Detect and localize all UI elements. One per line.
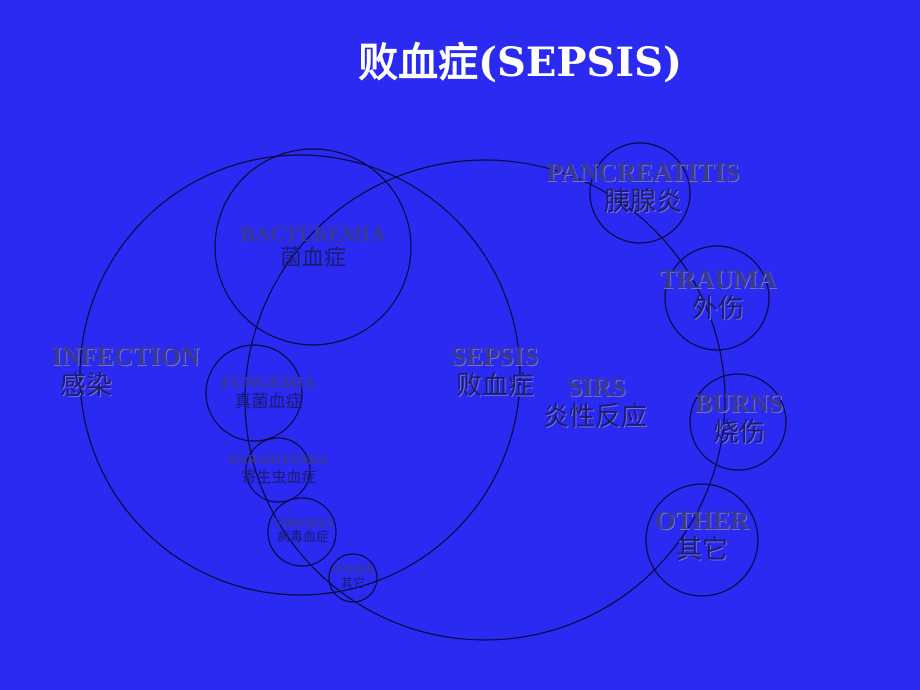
infection-circle <box>79 154 521 596</box>
infection-label: INFECTION 感染 <box>52 342 199 402</box>
pancreatitis-circle <box>589 142 691 244</box>
fungemia-circle <box>205 344 303 442</box>
viremia-label: VIREMIA 病毒血症 <box>258 515 348 546</box>
burns-label: BURNS 烧伤 <box>684 389 794 449</box>
pancreatitis-label-zh: 胰腺炎 <box>603 186 682 217</box>
trauma-circle <box>664 245 770 351</box>
other-large-circle <box>645 483 759 597</box>
sepsis-label-en: SEPSIS <box>451 342 539 371</box>
parasitemia-label-zh: 寄生虫血症 <box>241 468 317 487</box>
bacteremia-label-zh: 菌血症 <box>279 246 346 272</box>
infection-label-zh: 感染 <box>60 370 113 401</box>
parasitemia-circle <box>245 437 311 503</box>
sirs-label-en: SIRS <box>568 373 626 402</box>
fungemia-label-en: FUNGEMIA <box>221 373 316 392</box>
trauma-label: TRAUMA 外伤 <box>648 265 788 325</box>
sepsis-label-zh: 败血症 <box>455 370 534 401</box>
infection-label-en: INFECTION <box>52 342 200 371</box>
other-large-label: OTHER 其它 <box>640 506 764 566</box>
fungemia-label-zh: 真菌血症 <box>234 391 303 412</box>
sepsis-label: SEPSIS 败血症 <box>430 342 560 402</box>
bacteremia-label-en: BACTEREMIA <box>240 222 386 246</box>
burns-circle <box>689 373 787 471</box>
sirs-label: SIRS 炎性反应 <box>528 373 662 433</box>
other-small-label-zh: 其它 <box>340 575 365 590</box>
parasitemia-label: PARASITEMIA 寄生虫血症 <box>206 453 352 486</box>
other-small-label-en: OTHER <box>331 562 375 576</box>
bacteremia-circle <box>214 148 412 346</box>
viremia-label-zh: 病毒血症 <box>276 529 329 545</box>
other-large-label-zh: 其它 <box>675 534 728 565</box>
sirs-label-zh: 炎性反应 <box>542 401 647 432</box>
pancreatitis-label-en: PANCREATITIS <box>546 158 740 187</box>
sirs-circle <box>244 159 726 641</box>
parasitemia-label-en: PARASITEMIA <box>229 453 329 468</box>
burns-label-en: BURNS <box>694 389 784 418</box>
other-small-circle <box>328 553 378 603</box>
fungemia-label: FUNGEMIA 真菌血症 <box>196 373 341 412</box>
pancreatitis-label: PANCREATITIS 胰腺炎 <box>528 158 758 218</box>
trauma-label-en: TRAUMA <box>659 265 777 294</box>
bacteremia-label: BACTEREMIA 菌血症 <box>223 222 403 271</box>
viremia-label-en: VIREMIA <box>273 515 333 530</box>
slide-title: 败血症(SEPSIS) <box>358 39 682 86</box>
burns-label-zh: 烧伤 <box>712 417 765 448</box>
other-small-label: OTHER 其它 <box>318 562 388 591</box>
other-large-label-en: OTHER <box>655 506 749 535</box>
trauma-label-zh: 外伤 <box>691 293 744 324</box>
viremia-circle <box>267 497 337 567</box>
